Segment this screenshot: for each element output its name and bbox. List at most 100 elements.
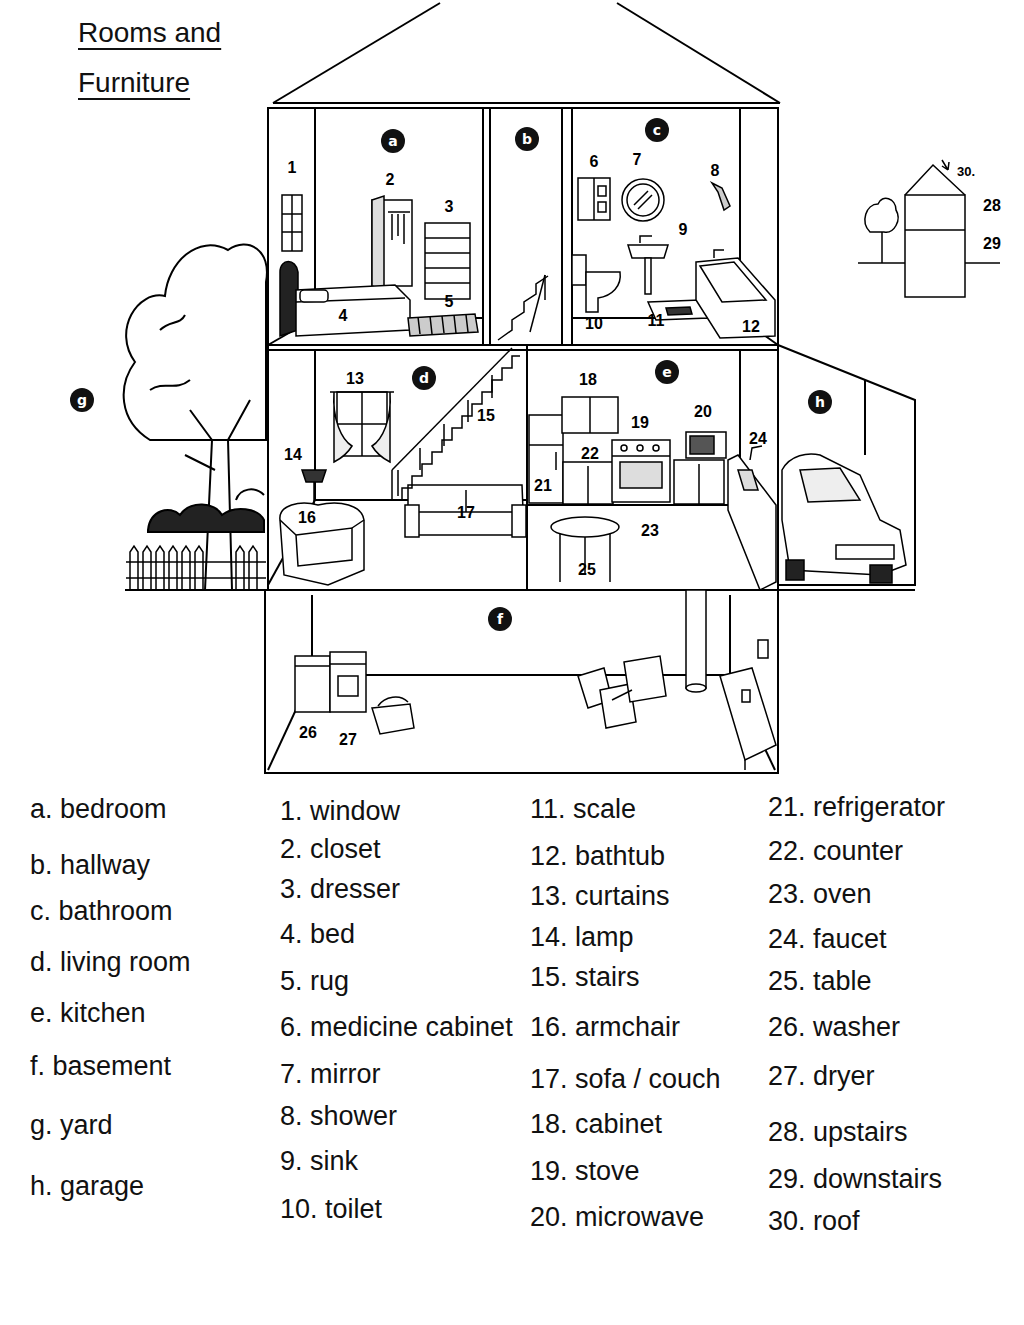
room-letter: a	[388, 134, 397, 148]
kitchen-furniture-part	[563, 462, 613, 504]
callout-number: 19	[631, 415, 649, 431]
bathroom-fixtures-part	[634, 191, 652, 209]
vocabulary-entry: 6. medicine cabinet	[280, 1013, 513, 1043]
living-room-furniture-part	[280, 520, 364, 535]
room-letter: e	[662, 365, 672, 379]
house-walls-part	[778, 345, 915, 585]
bedroom-furniture-part	[425, 282, 470, 284]
living-room-furniture-part	[408, 485, 524, 535]
bathroom-fixtures-part	[712, 183, 730, 210]
kitchen-furniture-part	[612, 455, 670, 457]
living-room-furniture-part	[391, 470, 393, 500]
bathroom-fixtures-part	[645, 258, 651, 294]
callout-number: 23	[641, 523, 659, 539]
kitchen-furniture-part	[728, 455, 776, 590]
bathroom-fixtures-part	[627, 184, 659, 216]
roof	[273, 3, 780, 103]
kitchen-furniture	[529, 397, 776, 590]
house-walls-part	[571, 108, 573, 345]
callout-number: 17	[457, 505, 475, 521]
room-letter-circle: a	[381, 129, 405, 153]
callout-number: 18	[579, 372, 597, 388]
vocabulary-entry: 9. sink	[280, 1147, 358, 1177]
car-part	[836, 545, 894, 559]
vocabulary-entry: b. hallway	[30, 851, 150, 881]
bathroom-fixtures-part	[578, 178, 610, 220]
yard-tree-part	[236, 489, 264, 500]
room-letter: c	[653, 123, 661, 137]
room-letter-circle: c	[645, 118, 669, 142]
bedroom-furniture-part	[282, 231, 302, 233]
vocabulary-entry: 16. armchair	[530, 1013, 680, 1043]
bedroom-furniture	[280, 195, 478, 336]
house-walls-part	[482, 108, 484, 345]
house-walls-part	[312, 674, 730, 676]
callout-number: 6	[590, 154, 599, 170]
bedroom-furniture-part	[291, 195, 293, 251]
bedroom-furniture-part	[300, 290, 328, 302]
vocabulary-entry: 17. sofa / couch	[530, 1065, 721, 1095]
vocabulary-entry: 5. rug	[280, 967, 349, 997]
basement-items-part	[372, 704, 414, 734]
fence	[126, 546, 266, 590]
inset-house-part	[865, 198, 898, 232]
inset-house-part	[905, 165, 965, 195]
vocabulary-entry: 20. microwave	[530, 1203, 704, 1233]
hallway-stairs-part	[498, 276, 548, 340]
callout-number: 27	[339, 732, 357, 748]
vocabulary-entry: 24. faucet	[768, 925, 887, 955]
kitchen-furniture-part	[738, 470, 758, 490]
vocabulary-entry: 28. upstairs	[768, 1118, 908, 1148]
car-part	[870, 565, 892, 583]
bathroom-fixtures-part	[593, 178, 595, 220]
kitchen-furniture-part	[612, 440, 670, 502]
room-letter: g	[77, 393, 87, 407]
house-walls-part	[265, 590, 778, 773]
vocabulary-entry: 7. mirror	[280, 1060, 381, 1090]
inset-house-part	[905, 195, 965, 297]
fence-part	[169, 546, 177, 590]
callout-number: 25	[578, 562, 596, 578]
yard-tree-part	[185, 400, 250, 470]
house-walls-part	[268, 349, 778, 351]
living-room-furniture-part	[512, 505, 526, 537]
vocabulary-entry: g. yard	[30, 1111, 113, 1141]
vocabulary-entry: 25. table	[768, 967, 872, 997]
inset-house-part	[942, 160, 949, 170]
callout-number: 7	[633, 152, 642, 168]
room-letter-circle: h	[808, 390, 832, 414]
vocabulary-entry: 10. toilet	[280, 1195, 382, 1225]
vocabulary-entry: e. kitchen	[30, 999, 146, 1029]
fence-part	[143, 546, 151, 590]
fence-part	[130, 546, 138, 590]
living-room-furniture-part	[392, 348, 512, 470]
kitchen-furniture-part	[621, 445, 627, 451]
vocabulary-entry: 26. washer	[768, 1013, 900, 1043]
house-walls-part	[268, 344, 778, 346]
basement-items-part	[686, 590, 706, 688]
kitchen-furniture-part	[589, 397, 591, 433]
bedroom-furniture-part	[408, 314, 478, 336]
room-letter: h	[815, 395, 825, 409]
kitchen-furniture-part	[609, 534, 611, 582]
room-letter-circle: d	[412, 366, 436, 390]
kitchen-furniture-part	[653, 445, 659, 451]
callout-number: 29	[983, 236, 1001, 252]
roof-part	[273, 102, 780, 104]
house-walls-part	[268, 108, 778, 590]
fence-part	[156, 546, 164, 590]
callout-number: 13	[346, 371, 364, 387]
bathroom-fixtures-part	[586, 272, 620, 312]
bathroom-fixtures-part	[598, 202, 606, 212]
callout-number: 21	[534, 478, 552, 494]
basement-items-part	[600, 684, 636, 728]
basement-items-part	[742, 690, 750, 702]
bedroom-furniture-part	[388, 211, 410, 213]
bathroom-fixtures-part	[572, 255, 586, 285]
kitchen-furniture-part	[686, 432, 726, 458]
vocabulary-entry: 4. bed	[280, 920, 355, 950]
callout-number: 15	[477, 408, 495, 424]
living-room-furniture-part	[372, 392, 390, 462]
fence-part	[182, 546, 190, 590]
callout-number: 5	[445, 294, 454, 310]
